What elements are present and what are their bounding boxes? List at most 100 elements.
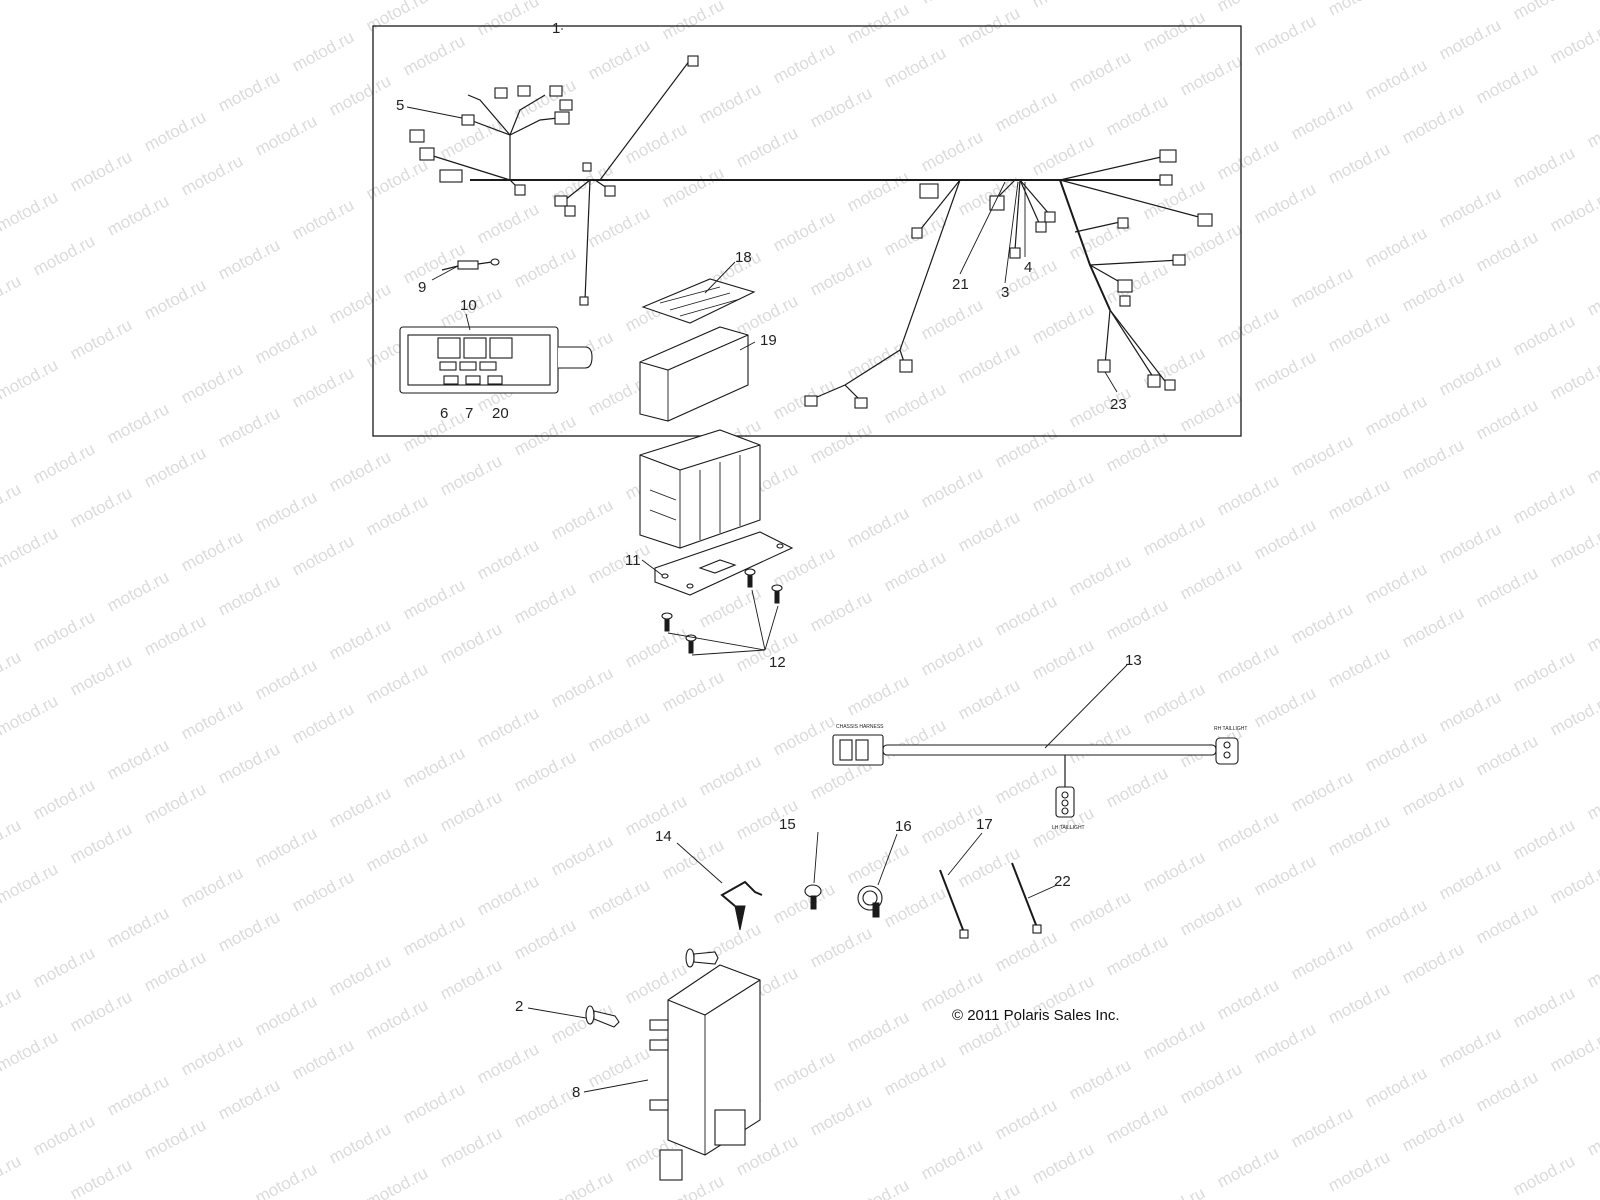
ecu-module-part: [649, 964, 761, 1181]
watermark-text: motod.ru: [141, 107, 209, 155]
watermark-text: motod.ru: [659, 667, 727, 715]
watermark-text: motod.ru: [178, 1031, 246, 1079]
watermark-text: motod.ru: [770, 39, 838, 87]
taillight-harness-part: CHASSIS HARNESS RH TAILLIGHT LH TAILLIGH…: [832, 724, 1247, 831]
watermark-text: motod.ru: [0, 859, 61, 907]
watermark-text: motod.ru: [0, 271, 24, 319]
watermark-text: motod.ru: [474, 871, 542, 919]
watermark-text: motod.ru: [1288, 935, 1356, 983]
watermark-text: motod.ru: [1177, 387, 1245, 435]
watermark-text: motod.ru: [807, 83, 875, 131]
watermark-text: motod.ru: [1325, 643, 1393, 691]
watermark-text: motod.ru: [881, 715, 949, 763]
watermark-text: motod.ru: [1510, 1151, 1578, 1199]
watermark-text: motod.ru: [1510, 0, 1578, 24]
watermark-text: motod.ru: [955, 507, 1023, 555]
watermark-text: motod.ru: [0, 647, 24, 695]
watermark-text: motod.ru: [1399, 1107, 1467, 1155]
watermark-text: motod.ru: [955, 171, 1023, 219]
watermark-text: motod.ru: [1362, 559, 1430, 607]
watermark-text: motod.ru: [363, 1163, 431, 1200]
watermark-text: motod.ru: [1510, 647, 1578, 695]
watermark-text: motod.ru: [659, 163, 727, 211]
watermark-text: motod.ru: [511, 579, 579, 627]
watermark-text: motod.ru: [474, 1039, 542, 1087]
watermark-text: motod.ru: [585, 1043, 653, 1091]
push-rivet-icon: [585, 1005, 620, 1028]
callout-23: 23: [1110, 396, 1127, 413]
callout-14: 14: [655, 828, 672, 845]
watermark-text: motod.ru: [326, 279, 394, 327]
watermark-text: motod.ru: [1547, 355, 1600, 403]
watermark-text: motod.ru: [104, 191, 172, 239]
watermark-text: motod.ru: [1510, 479, 1578, 527]
watermark-text: motod.ru: [215, 571, 283, 619]
watermark-text: motod.ru: [1140, 679, 1208, 727]
callout-22: 22: [1054, 873, 1071, 890]
watermark-text: motod.ru: [1325, 307, 1393, 355]
watermark-text: motod.ru: [844, 167, 912, 215]
watermark-text: motod.ru: [1288, 95, 1356, 143]
watermark-text: motod.ru: [363, 827, 431, 875]
fuse-label-sticker-part: [641, 278, 756, 324]
watermark-text: motod.ru: [992, 759, 1060, 807]
watermark-text: motod.ru: [1214, 0, 1282, 16]
watermark-text: motod.ru: [326, 71, 394, 119]
watermark-text: motod.ru: [585, 875, 653, 923]
callout-19: 19: [760, 332, 777, 349]
watermark-text: motod.ru: [400, 407, 468, 455]
watermark-text: motod.ru: [1214, 135, 1282, 183]
watermark-text: motod.ru: [770, 207, 838, 255]
watermark-text: motod.ru: [252, 991, 320, 1039]
watermark-text: motod.ru: [437, 619, 505, 667]
watermark-text: motod.ru: [1029, 131, 1097, 179]
watermark-text: motod.ru: [622, 119, 690, 167]
watermark-text: motod.ru: [1362, 391, 1430, 439]
callout-20: 20: [492, 405, 509, 422]
watermark-text: motod.ru: [1473, 1067, 1541, 1115]
watermark-text: motod.ru: [30, 775, 98, 823]
watermark-text: motod.ru: [844, 671, 912, 719]
callout-2: 2: [515, 998, 523, 1015]
watermark-text: motod.ru: [918, 631, 986, 679]
watermark-text: motod.ru: [548, 495, 616, 543]
watermark-text: motod.ru: [141, 443, 209, 491]
watermark-text: motod.ru: [1584, 943, 1600, 991]
watermark-text: motod.ru: [363, 995, 431, 1043]
bolt-icon: [744, 568, 756, 588]
fuse-box-cover-part: [639, 326, 749, 422]
bolt-icon: [771, 584, 783, 604]
watermark-text: motod.ru: [1214, 471, 1282, 519]
watermark-text: motod.ru: [289, 1035, 357, 1083]
watermark-text: motod.ru: [548, 831, 616, 879]
callout-7: 7: [465, 405, 473, 422]
watermark-text: motod.ru: [844, 503, 912, 551]
rh-taillight-label: RH TAILLIGHT: [1214, 726, 1247, 732]
leader-lines: [406, 28, 1128, 1093]
watermark-text: motod.ru: [696, 751, 764, 799]
watermark-text: motod.ru: [1473, 563, 1541, 611]
watermark-text: motod.ru: [400, 911, 468, 959]
watermark-text: motod.ru: [585, 35, 653, 83]
watermark-text: motod.ru: [1288, 263, 1356, 311]
watermark-text: motod.ru: [1288, 1103, 1356, 1151]
callout-17: 17: [976, 816, 993, 833]
cable-tie-icon: [1011, 862, 1042, 934]
watermark-text: motod.ru: [1214, 303, 1282, 351]
watermark-text: motod.ru: [511, 1083, 579, 1131]
watermark-text: motod.ru: [844, 1007, 912, 1055]
watermark-text: motod.ru: [67, 483, 135, 531]
watermark-text: motod.ru: [844, 0, 912, 48]
watermark-text: motod.ru: [104, 567, 172, 615]
watermark-text: motod.ru: [1029, 299, 1097, 347]
watermark-text: motod.ru: [992, 591, 1060, 639]
watermark-text: motod.ru: [0, 1151, 24, 1199]
watermark-text: motod.ru: [918, 0, 986, 8]
watermark-text: motod.ru: [67, 1155, 135, 1200]
watermark-text: motod.ru: [1066, 1055, 1134, 1103]
watermark-text: motod.ru: [770, 375, 838, 423]
watermark-text: motod.ru: [474, 535, 542, 583]
watermark-text: motod.ru: [548, 1167, 616, 1200]
watermark-text: motod.ru: [1103, 259, 1171, 307]
